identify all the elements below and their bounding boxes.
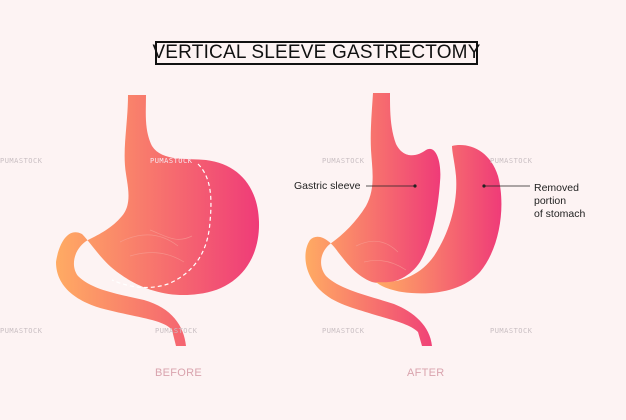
caption-after: AFTER [407,367,445,379]
watermark: PUMASTOCK [150,157,193,165]
cut-line-before [111,163,212,289]
watermark: PUMASTOCK [0,327,43,335]
removed-pointer-dot [482,184,486,188]
watermark: PUMASTOCK [322,157,365,165]
stomach-before-body [56,95,260,346]
watermark: PUMASTOCK [322,327,365,335]
caption-before: BEFORE [155,367,203,379]
stomach-after [305,93,502,346]
watermark: PUMASTOCK [155,327,198,335]
watermark: PUMASTOCK [490,327,533,335]
gastric-sleeve-shape [305,93,441,346]
removed-portion-label-line1: Removed [534,182,579,194]
stomach-before [56,95,260,346]
diagram-title: VERTICAL SLEEVE GASTRECTOMY [152,42,481,63]
sleeve-pointer-dot [413,184,417,188]
removed-portion-shape [376,145,502,294]
watermark: PUMASTOCK [490,157,533,165]
gastric-sleeve-label: Gastric sleeve [294,180,361,192]
title-box: VERTICAL SLEEVE GASTRECTOMY [152,41,481,65]
removed-portion-label-line3: of stomach [534,208,586,220]
watermark: PUMASTOCK [0,157,43,165]
faint-vessels-before [119,229,193,263]
removed-portion-label-line2: portion [534,195,567,207]
faint-vessels-after [355,240,407,271]
